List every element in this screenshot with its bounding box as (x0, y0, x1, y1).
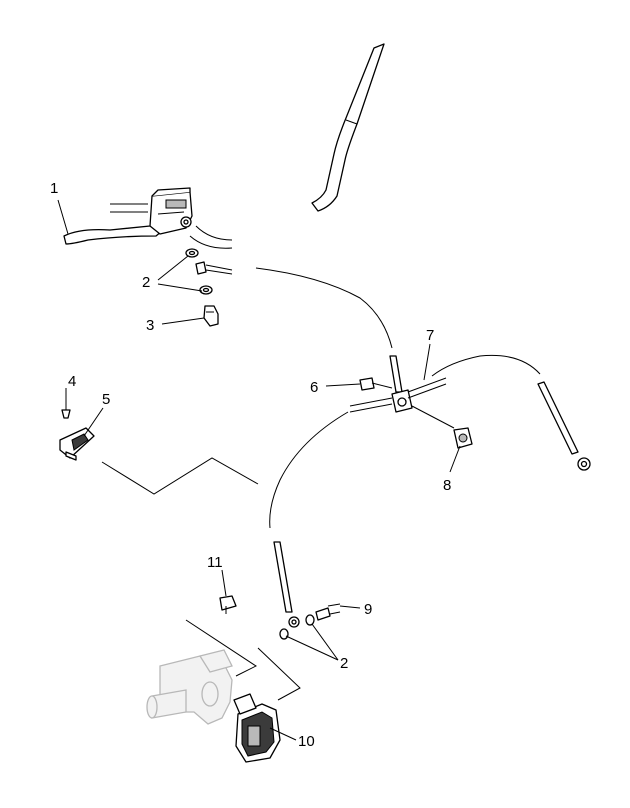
callout-4: 4 (68, 373, 76, 390)
lower-brake-hose (269, 411, 349, 628)
guide-line-caliper (185, 619, 258, 677)
right-brake-hose (431, 354, 591, 471)
callout-labels: 1 2 3 4 5 6 7 8 9 11 2 10 (50, 180, 451, 750)
callout-6: 6 (310, 379, 318, 396)
caliper-bolt (219, 595, 237, 614)
brake-caliper (233, 693, 281, 763)
callout-1: 1 (50, 180, 58, 197)
screw-and-clip (59, 398, 95, 461)
upper-brake-hose (195, 261, 403, 393)
callout-7: 7 (426, 327, 434, 344)
steering-knuckle (146, 649, 233, 725)
callout-2-upper: 2 (142, 274, 150, 291)
callout-9: 9 (364, 601, 372, 618)
guide-line-zigzag (101, 457, 259, 495)
callout-2-lower: 2 (340, 655, 348, 672)
washers-and-banjo-bolt (185, 248, 219, 327)
callout-8: 8 (443, 477, 451, 494)
callout-5: 5 (102, 391, 110, 408)
master-cylinder-lever (63, 187, 193, 245)
handlebar (110, 43, 385, 249)
leader-lines (57, 199, 461, 741)
guide-line-caliper-2 (257, 647, 301, 701)
callout-3: 3 (146, 317, 154, 334)
callout-11: 11 (207, 554, 223, 571)
t-fitting-manifold (349, 377, 473, 449)
callout-10: 10 (298, 733, 315, 750)
